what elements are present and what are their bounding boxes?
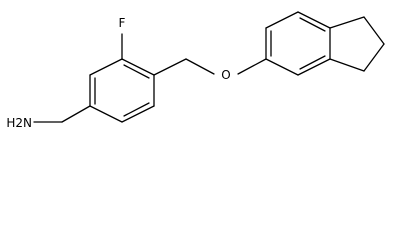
- ring2-bond-5-inner: [299, 55, 326, 70]
- ring2-bond-2: [265, 11, 299, 29]
- ring1-bond-2: [89, 58, 123, 76]
- ring1-bond-3: [121, 58, 155, 76]
- bond-ch2-o: [185, 58, 215, 75]
- ring1-bond-6: [89, 105, 123, 123]
- molecule-diagram: F O H2N: [6, 11, 385, 130]
- bond-o-ring: [237, 58, 267, 75]
- atom-fluorine-label: F: [119, 16, 126, 30]
- structure-svg: F O H2N: [6, 11, 385, 130]
- ring1-bond-5: [121, 105, 155, 123]
- ring2-bond-3-inner: [299, 17, 326, 32]
- ring2-bond-5: [297, 58, 331, 76]
- ring2-bond-3: [297, 11, 331, 29]
- ring3-bond-1: [329, 16, 365, 29]
- bond-ring-ch2: [153, 58, 187, 76]
- bond-ch2-ring: [61, 105, 91, 123]
- ring1-bond-3-inner: [123, 64, 150, 79]
- ring1-bond-5-inner: [123, 102, 150, 117]
- ring3-bond-4: [329, 58, 365, 72]
- atom-oxygen-label: O: [221, 68, 230, 82]
- ring2-bond-6: [265, 58, 299, 76]
- atom-amine-label: H2N: [6, 116, 32, 130]
- ring3-bond-3: [363, 43, 385, 72]
- ring3-bond-2: [363, 16, 385, 45]
